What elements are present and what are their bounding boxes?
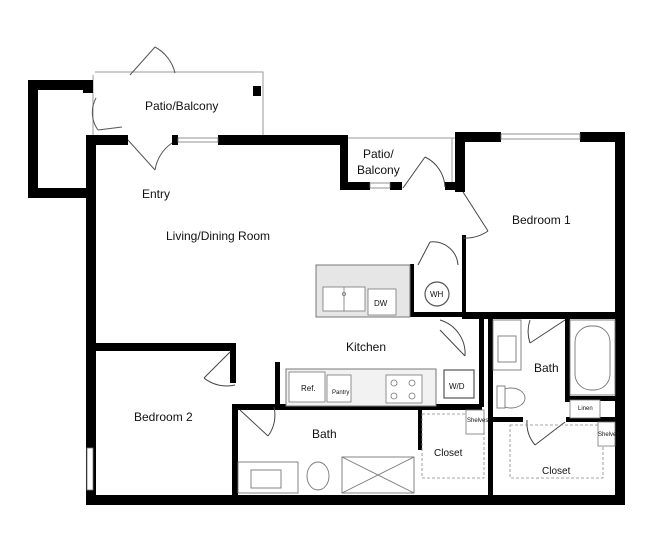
patio-right-outline <box>348 137 455 182</box>
label-bedroom1: Bedroom 1 <box>512 213 571 227</box>
outer-storage-walls <box>28 80 93 198</box>
interior-walls <box>86 235 625 505</box>
closet-dashed-lines <box>421 413 604 479</box>
patio-left-door-swing <box>91 46 176 171</box>
bath-bottom-fixtures <box>237 456 415 494</box>
water-heater-symbol <box>424 281 450 307</box>
patio-post <box>253 86 261 96</box>
washer-dryer-box <box>443 369 475 399</box>
label-water-heater: WH <box>430 290 444 299</box>
label-bath-right: Bath <box>534 361 559 375</box>
label-shelves-right: Shelves <box>598 432 619 438</box>
label-dishwasher: DW <box>374 299 388 308</box>
closet-center-shelf <box>465 409 485 435</box>
label-living: Living/Dining Room <box>166 229 270 243</box>
label-pantry: Pantry <box>332 390 349 396</box>
label-patio-left: Patio/Balcony <box>145 99 218 113</box>
label-bedroom2: Bedroom 2 <box>134 410 193 424</box>
label-patio-right-2: Balcony <box>357 163 400 177</box>
label-linen: Linen <box>578 406 593 412</box>
label-closet-center: Closet <box>434 448 463 459</box>
label-kitchen: Kitchen <box>346 340 386 354</box>
label-shelves-center: Shelves <box>467 418 488 424</box>
closet-right-shelf <box>597 421 616 447</box>
kitchen-island <box>315 264 411 318</box>
label-closet-right: Closet <box>542 466 571 477</box>
label-entry: Entry <box>142 187 170 201</box>
label-bath-bottom: Bath <box>312 427 337 441</box>
label-washer-dryer: W/D <box>449 382 465 391</box>
kitchen-back-counter <box>285 368 437 407</box>
door-swings <box>203 156 566 446</box>
bath-right-fixtures <box>492 319 616 409</box>
label-refrigerator: Ref. <box>301 384 316 393</box>
label-patio-right-1: Patio/ <box>363 147 394 161</box>
bedroom2-window <box>86 447 94 491</box>
linen-shelf <box>569 399 601 419</box>
